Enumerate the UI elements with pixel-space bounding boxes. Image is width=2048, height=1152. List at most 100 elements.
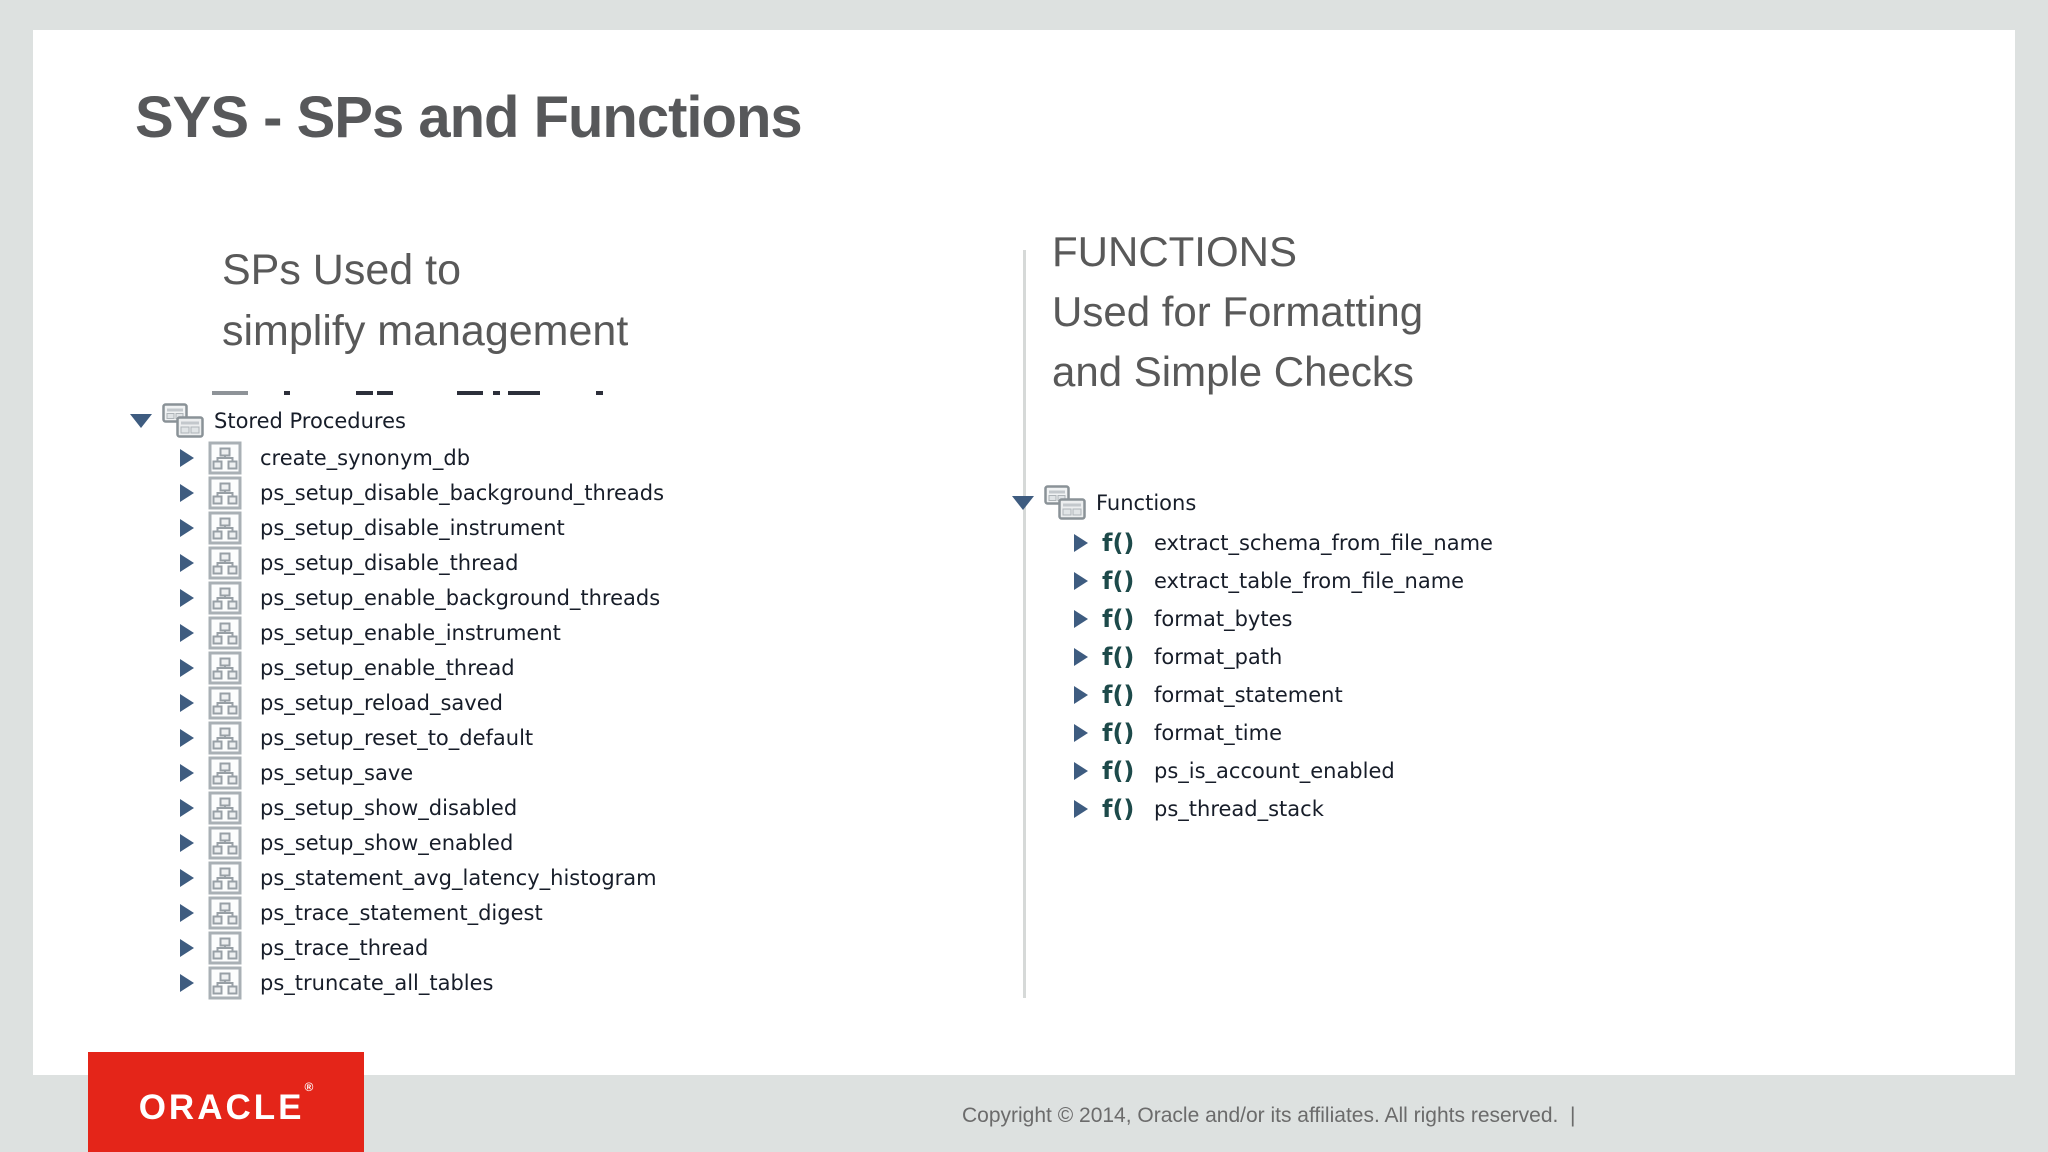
tree-item-label: ps_setup_reload_saved bbox=[260, 690, 503, 715]
expand-arrow-icon[interactable] bbox=[180, 973, 194, 992]
tree-item-stored-procedure[interactable]: create_synonym_db bbox=[180, 440, 664, 475]
expand-arrow-icon[interactable] bbox=[180, 658, 194, 677]
expand-arrow-icon[interactable] bbox=[180, 588, 194, 607]
expand-arrow-icon[interactable] bbox=[1074, 762, 1088, 780]
tree-item-label: format_statement bbox=[1154, 683, 1343, 707]
tree-item-label: ps_setup_enable_instrument bbox=[260, 620, 561, 645]
stored-procedure-icon bbox=[208, 441, 242, 475]
tree-item-label: format_time bbox=[1154, 721, 1283, 745]
tree-item-function[interactable]: f() format_path bbox=[1074, 638, 1493, 676]
expand-arrow-icon[interactable] bbox=[180, 518, 194, 537]
tree-item-label: ps_thread_stack bbox=[1154, 797, 1324, 821]
tree-item-label: ps_trace_thread bbox=[260, 935, 429, 960]
expand-arrow-icon[interactable] bbox=[180, 483, 194, 502]
tree-item-stored-procedure[interactable]: ps_setup_disable_background_threads bbox=[180, 475, 664, 510]
collapse-arrow-icon[interactable] bbox=[1012, 496, 1034, 510]
stored-procedure-icon bbox=[208, 546, 242, 580]
tree-item-stored-procedure[interactable]: ps_setup_enable_instrument bbox=[180, 615, 664, 650]
tree-item-label: ps_setup_enable_thread bbox=[260, 655, 515, 680]
expand-arrow-icon[interactable] bbox=[1074, 800, 1088, 818]
function-icon: f() bbox=[1102, 795, 1135, 823]
tree-item-label: format_bytes bbox=[1154, 607, 1293, 631]
tree-root-stored-procedures[interactable]: Stored Procedures bbox=[130, 402, 664, 440]
cropped-text-remnant bbox=[212, 390, 603, 395]
function-icon: f() bbox=[1102, 529, 1135, 557]
functions-tree: Functions f() extract_schema_from_file_n… bbox=[1012, 482, 1493, 828]
expand-arrow-icon[interactable] bbox=[180, 728, 194, 747]
tree-item-label: ps_setup_disable_thread bbox=[260, 550, 519, 575]
tree-item-function[interactable]: f() extract_schema_from_file_name bbox=[1074, 524, 1493, 562]
stored-procedures-items: create_synonym_db ps_setup_disable_backg… bbox=[130, 440, 664, 1000]
tree-item-stored-procedure[interactable]: ps_trace_statement_digest bbox=[180, 895, 664, 930]
tree-item-function[interactable]: f() ps_is_account_enabled bbox=[1074, 752, 1493, 790]
expand-arrow-icon[interactable] bbox=[180, 833, 194, 852]
tree-item-label: ps_truncate_all_tables bbox=[260, 970, 494, 995]
expand-arrow-icon[interactable] bbox=[1074, 724, 1088, 742]
expand-arrow-icon[interactable] bbox=[180, 553, 194, 572]
tree-root-functions[interactable]: Functions bbox=[1012, 482, 1493, 524]
tree-item-stored-procedure[interactable]: ps_setup_disable_instrument bbox=[180, 510, 664, 545]
stored-procedure-icon bbox=[208, 896, 242, 930]
tree-item-stored-procedure[interactable]: ps_trace_thread bbox=[180, 930, 664, 965]
tree-root-label: Stored Procedures bbox=[214, 409, 406, 433]
stored-procedure-icon bbox=[208, 721, 242, 755]
stored-procedure-icon bbox=[208, 861, 242, 895]
function-icon: f() bbox=[1102, 605, 1135, 633]
tree-item-stored-procedure[interactable]: ps_setup_enable_background_threads bbox=[180, 580, 664, 615]
stored-procedure-icon bbox=[208, 651, 242, 685]
right-column-heading: FUNCTIONS Used for Formatting and Simple… bbox=[1052, 222, 1423, 402]
collapse-arrow-icon[interactable] bbox=[130, 414, 152, 428]
tree-item-label: ps_setup_reset_to_default bbox=[260, 725, 534, 750]
expand-arrow-icon[interactable] bbox=[1074, 610, 1088, 628]
expand-arrow-icon[interactable] bbox=[180, 623, 194, 642]
tree-item-label: ps_setup_show_disabled bbox=[260, 795, 518, 820]
function-icon: f() bbox=[1102, 719, 1135, 747]
tree-item-function[interactable]: f() format_time bbox=[1074, 714, 1493, 752]
expand-arrow-icon[interactable] bbox=[180, 763, 194, 782]
function-icon: f() bbox=[1102, 757, 1135, 785]
expand-arrow-icon[interactable] bbox=[180, 448, 194, 467]
tree-root-label: Functions bbox=[1096, 491, 1197, 515]
page-title: SYS - SPs and Functions bbox=[135, 85, 803, 150]
right-heading-line3: and Simple Checks bbox=[1052, 348, 1414, 395]
tree-item-stored-procedure[interactable]: ps_statement_avg_latency_histogram bbox=[180, 860, 664, 895]
tree-item-stored-procedure[interactable]: ps_setup_show_disabled bbox=[180, 790, 664, 825]
stored-procedure-icon bbox=[208, 476, 242, 510]
stored-procedure-icon bbox=[208, 966, 242, 1000]
expand-arrow-icon[interactable] bbox=[1074, 648, 1088, 666]
expand-arrow-icon[interactable] bbox=[1074, 572, 1088, 590]
right-heading-line1: FUNCTIONS bbox=[1052, 228, 1297, 275]
expand-arrow-icon[interactable] bbox=[1074, 534, 1088, 552]
expand-arrow-icon[interactable] bbox=[180, 693, 194, 712]
right-heading-line2: Used for Formatting bbox=[1052, 288, 1424, 335]
tree-item-label: ps_statement_avg_latency_histogram bbox=[260, 865, 657, 890]
expand-arrow-icon[interactable] bbox=[180, 868, 194, 887]
tree-item-stored-procedure[interactable]: ps_setup_show_enabled bbox=[180, 825, 664, 860]
expand-arrow-icon[interactable] bbox=[180, 938, 194, 957]
tree-item-stored-procedure[interactable]: ps_setup_reset_to_default bbox=[180, 720, 664, 755]
column-divider bbox=[1023, 250, 1026, 998]
tree-item-stored-procedure[interactable]: ps_setup_reload_saved bbox=[180, 685, 664, 720]
tree-item-label: ps_trace_statement_digest bbox=[260, 900, 543, 925]
tree-item-stored-procedure[interactable]: ps_setup_save bbox=[180, 755, 664, 790]
tree-item-stored-procedure[interactable]: ps_setup_enable_thread bbox=[180, 650, 664, 685]
stored-procedure-icon bbox=[208, 826, 242, 860]
stored-procedure-icon bbox=[208, 686, 242, 720]
function-icon: f() bbox=[1102, 567, 1135, 595]
tree-item-function[interactable]: f() ps_thread_stack bbox=[1074, 790, 1493, 828]
tree-item-function[interactable]: f() extract_table_from_file_name bbox=[1074, 562, 1493, 600]
tree-item-function[interactable]: f() format_statement bbox=[1074, 676, 1493, 714]
expand-arrow-icon[interactable] bbox=[180, 903, 194, 922]
stored-procedure-icon bbox=[208, 931, 242, 965]
expand-arrow-icon[interactable] bbox=[1074, 686, 1088, 704]
copyright-text: Copyright © 2014, Oracle and/or its affi… bbox=[962, 1104, 1576, 1127]
tree-item-label: create_synonym_db bbox=[260, 445, 471, 470]
expand-arrow-icon[interactable] bbox=[180, 798, 194, 817]
tree-item-function[interactable]: f() format_bytes bbox=[1074, 600, 1493, 638]
tree-item-label: extract_table_from_file_name bbox=[1154, 569, 1465, 593]
function-icon: f() bbox=[1102, 643, 1135, 671]
tree-item-stored-procedure[interactable]: ps_setup_disable_thread bbox=[180, 545, 664, 580]
tree-item-stored-procedure[interactable]: ps_truncate_all_tables bbox=[180, 965, 664, 1000]
tree-item-label: ps_setup_show_enabled bbox=[260, 830, 514, 855]
left-heading-line2: simplify management bbox=[222, 307, 629, 355]
